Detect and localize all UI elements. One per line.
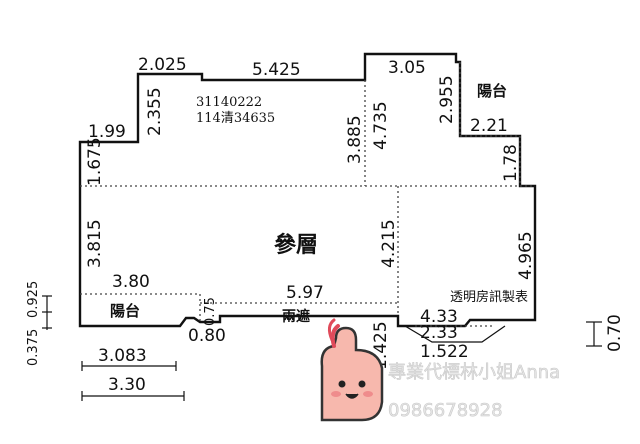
dim-0-75: 0.75 (203, 297, 218, 326)
dim-3-083: 3.083 (98, 346, 147, 366)
room-corridor-label: 兩遮 (282, 308, 310, 325)
dim-4-735: 4.735 (371, 101, 391, 150)
dim-0-375: 0.375 (26, 329, 41, 366)
dim-3-30: 3.30 (108, 375, 146, 395)
room-balcony-right-label: 陽台 (477, 82, 507, 100)
dim-4-33: 4.33 (420, 307, 458, 327)
dim-2-955: 2.955 (437, 75, 457, 124)
room-main-label: 參層 (274, 232, 318, 258)
dim-4-965: 4.965 (516, 231, 536, 280)
dim-0-80: 0.80 (188, 326, 226, 346)
building-code-1: 31140222 (196, 95, 262, 110)
dim-2-355: 2.355 (145, 87, 165, 136)
dim-1-78: 1.78 (501, 144, 521, 182)
dim-0-925: 0.925 (26, 281, 41, 318)
dim-2-33: 2.33 (420, 323, 458, 343)
dim-3-05: 3.05 (388, 58, 426, 78)
dim-3-815: 3.815 (85, 219, 105, 268)
dim-2-21: 2.21 (470, 116, 508, 136)
outer-wall (78, 52, 537, 328)
note-label: 透明房訊製表 (450, 289, 528, 305)
dim-1-99: 1.99 (88, 122, 126, 142)
mascot-thumb-icon (320, 318, 384, 422)
dim-2-025: 2.025 (138, 55, 187, 75)
dim-3-885: 3.885 (345, 115, 365, 164)
dim-0-70: 0.70 (605, 314, 625, 352)
dim-5-425: 5.425 (252, 60, 301, 80)
building-code-2: 114清34635 (196, 111, 275, 126)
room-balcony-left-label: 陽台 (110, 302, 140, 320)
watermark-phone: 0986678928 (388, 400, 503, 421)
dim-5-97: 5.97 (286, 283, 324, 303)
watermark-agent: 專業代標林小姐Anna (388, 362, 560, 383)
bay-window (404, 325, 506, 343)
dim-1-675: 1.675 (85, 137, 105, 186)
dim-4-215: 4.215 (379, 219, 399, 268)
dim-3-80: 3.80 (112, 272, 150, 292)
dim-1-522: 1.522 (420, 342, 469, 362)
